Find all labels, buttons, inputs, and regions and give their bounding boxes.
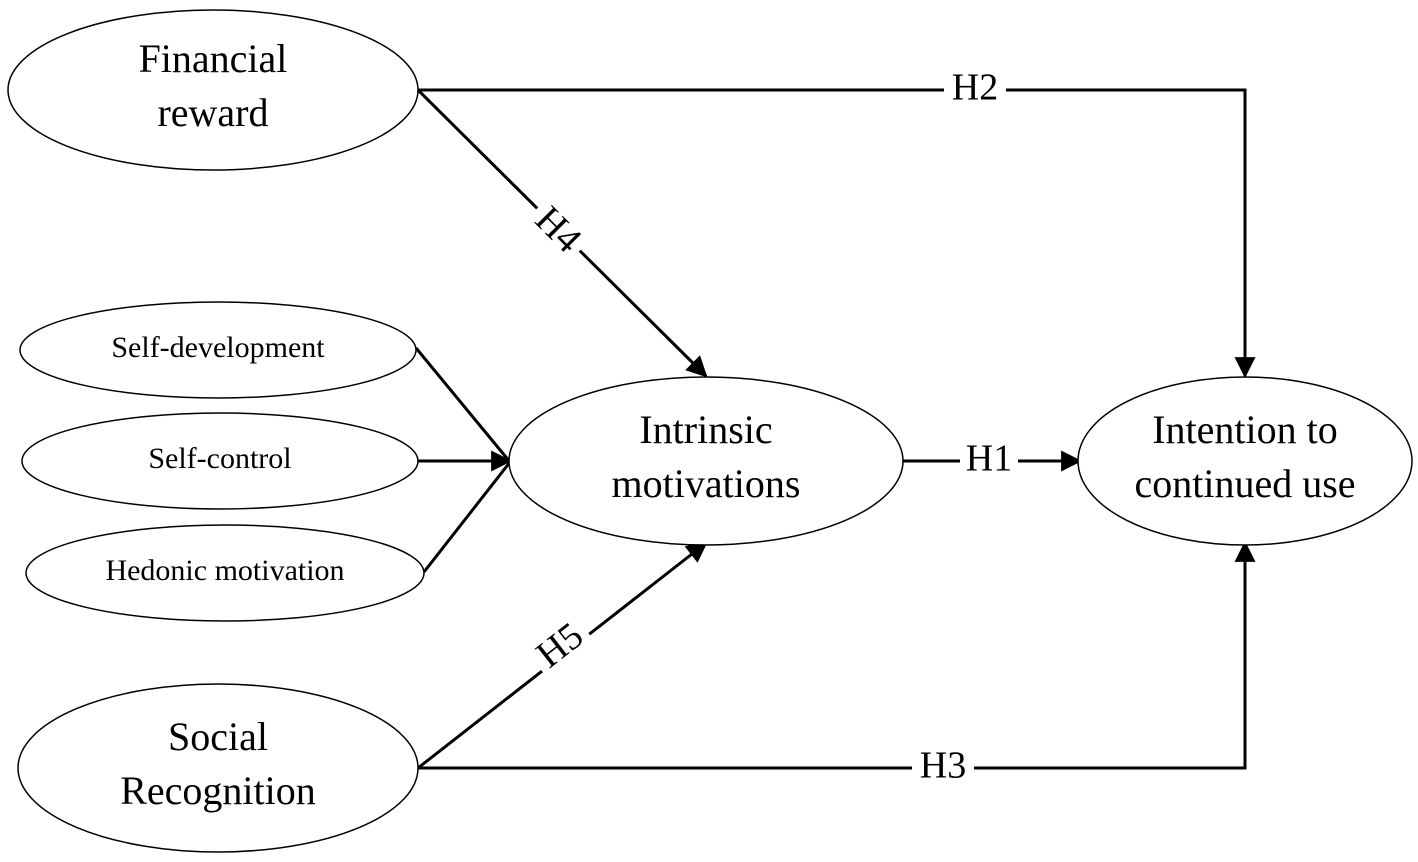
label-h3-text: H3 [920, 745, 966, 787]
node-self-control-text: Self-control [148, 442, 291, 475]
node-intention-line-2: continued use [1134, 461, 1355, 506]
node-financial-reward-line-1: Financial [139, 36, 288, 81]
label-h3: H3 [912, 745, 974, 788]
edge-h3 [418, 540, 1256, 770]
node-social-recognition-line-1: Social [168, 714, 268, 759]
node-intrinsic-motivations-line-1: Intrinsic [639, 407, 772, 452]
label-h4: H4 [520, 196, 592, 268]
node-financial-reward-line-2: reward [157, 90, 268, 135]
node-intention-to-continued-use: Intention to continued use [1077, 376, 1413, 546]
edge-h2 [418, 88, 1256, 379]
label-h5-text: H5 [529, 615, 591, 677]
label-h2-text: H2 [952, 67, 998, 109]
node-intention-line-1: Intention to [1152, 407, 1338, 452]
label-h5: H5 [526, 613, 598, 683]
node-self-development-text: Self-development [111, 331, 325, 364]
node-intrinsic-motivations-line-2: motivations [612, 461, 801, 506]
node-financial-reward: Financial reward [7, 9, 419, 171]
node-hedonic-motivation: Hedonic motivation [25, 524, 425, 622]
label-h2: H2 [944, 67, 1006, 110]
node-intrinsic-motivations: Intrinsic motivations [508, 376, 904, 546]
label-h1-text: H1 [966, 438, 1012, 480]
edge-self-development [414, 347, 512, 463]
node-hedonic-motivation-text: Hedonic motivation [105, 554, 344, 587]
label-h1: H1 [960, 438, 1018, 481]
node-social-recognition: Social Recognition [17, 683, 419, 853]
node-self-development: Self-development [19, 301, 417, 399]
edge-hedonic-motivation [422, 461, 512, 573]
node-self-control: Self-control [21, 412, 419, 510]
node-social-recognition-line-2: Recognition [120, 768, 316, 813]
